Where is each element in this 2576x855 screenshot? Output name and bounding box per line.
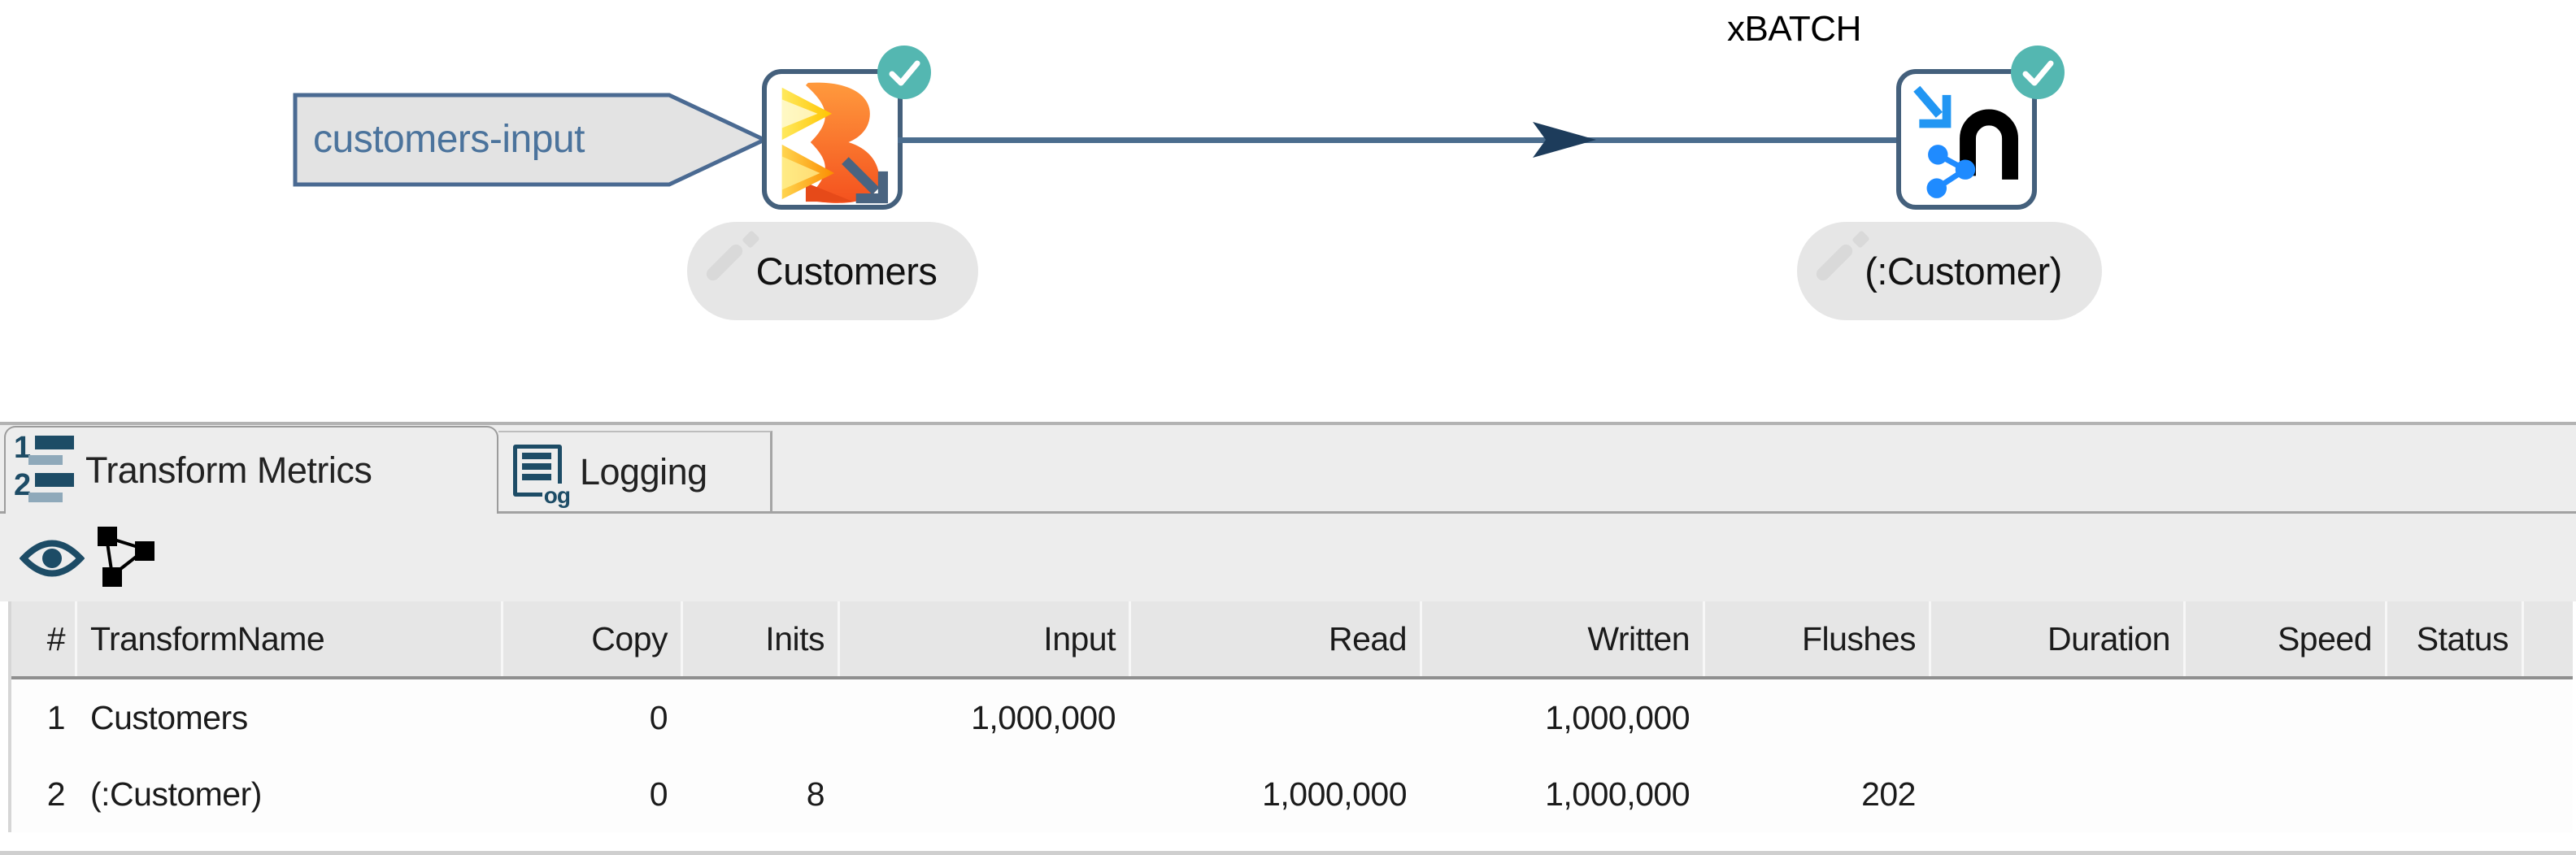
cell-flushes: 202	[1861, 775, 1916, 813]
transform-node-customer-output[interactable]	[1896, 69, 2037, 210]
cell-copy: 0	[649, 699, 668, 736]
results-tabstrip: 1 2 Transform Metrics og Logging	[0, 425, 2576, 514]
lineage-graph-icon[interactable]	[94, 525, 158, 588]
table-body: 1 Customers 0 1,000,000 1,000,000 2 (:Customer…	[11, 679, 2573, 832]
cell-num: 2	[46, 775, 66, 813]
cell-input: 1,000,000	[971, 699, 1116, 736]
cell-written: 1,000,000	[1545, 699, 1690, 736]
input-banner[interactable]	[293, 93, 769, 187]
numbered-list-icon: 1 2	[14, 432, 76, 507]
column-header-copy[interactable]: Copy	[503, 601, 681, 676]
column-header-filler	[2524, 601, 2573, 676]
node-label-text: (:Customer)	[1865, 250, 2062, 293]
cell-flushes	[1705, 679, 1929, 756]
node-label-customer-output[interactable]: (:Customer)	[1797, 222, 2102, 320]
tab-label: Transform Metrics	[85, 449, 372, 491]
column-header-status[interactable]: Status	[2387, 601, 2522, 676]
window-bottom-edge	[0, 851, 2576, 855]
tabstrip-border	[0, 511, 2576, 514]
tab-transform-metrics[interactable]: 1 2 Transform Metrics	[4, 426, 498, 514]
column-header-num[interactable]: #	[11, 601, 75, 676]
column-header-read[interactable]: Read	[1131, 601, 1420, 676]
arrow-down-right-icon	[842, 157, 889, 204]
cell-read	[1131, 679, 1420, 756]
tab-label: Logging	[580, 450, 707, 493]
neo4j-output-icon	[1913, 85, 2018, 198]
column-header-speed[interactable]: Speed	[2186, 601, 2385, 676]
cell-read: 1,000,000	[1262, 775, 1407, 813]
cell-transformname: Customers	[90, 699, 248, 736]
cell-speed	[2186, 756, 2385, 832]
cell-speed	[2186, 679, 2385, 756]
table-row[interactable]: 2 (:Customer) 0 8 1,000,000 1,000,000 202	[11, 756, 2573, 832]
pipeline-canvas[interactable]: customers-input	[0, 0, 2576, 422]
hop-connection[interactable]	[898, 137, 1899, 143]
hop-arrowhead-icon	[1533, 122, 1596, 158]
cell-written: 1,000,000	[1545, 775, 1690, 813]
cell-copy: 0	[649, 775, 668, 813]
cell-num: 1	[46, 699, 66, 736]
cell-duration	[1931, 679, 2183, 756]
canvas-panel-divider[interactable]	[0, 422, 2576, 425]
column-header-duration[interactable]: Duration	[1931, 601, 2183, 676]
column-header-written[interactable]: Written	[1422, 601, 1703, 676]
metrics-toolbar	[0, 514, 2576, 601]
banner-arrow-shape	[293, 93, 769, 187]
tab-logging[interactable]: og Logging	[498, 431, 772, 511]
cell-status	[2387, 679, 2522, 756]
cell-status	[2387, 756, 2522, 832]
column-header-flushes[interactable]: Flushes	[1705, 601, 1929, 676]
column-header-transformname[interactable]: TransformName	[77, 601, 501, 676]
log-document-icon: og	[513, 444, 572, 508]
cell-duration	[1931, 756, 2183, 832]
cell-transformname: (:Customer)	[90, 775, 262, 813]
cell-inits: 8	[806, 775, 825, 813]
node-label-customers[interactable]: Customers	[687, 222, 978, 320]
success-check-icon	[2011, 46, 2065, 99]
transform-node-customers[interactable]	[762, 69, 903, 210]
success-check-icon	[877, 46, 931, 99]
node-label-text: Customers	[755, 250, 938, 293]
cell-input	[840, 756, 1129, 832]
column-header-inits[interactable]: Inits	[683, 601, 838, 676]
eye-icon[interactable]	[20, 535, 85, 582]
banner-label: customers-input	[313, 118, 585, 161]
cell-inits	[683, 679, 838, 756]
hop-annotation-xbatch: xBATCH	[1727, 9, 1861, 49]
column-header-input[interactable]: Input	[840, 601, 1129, 676]
table-row[interactable]: 1 Customers 0 1,000,000 1,000,000	[11, 679, 2573, 756]
